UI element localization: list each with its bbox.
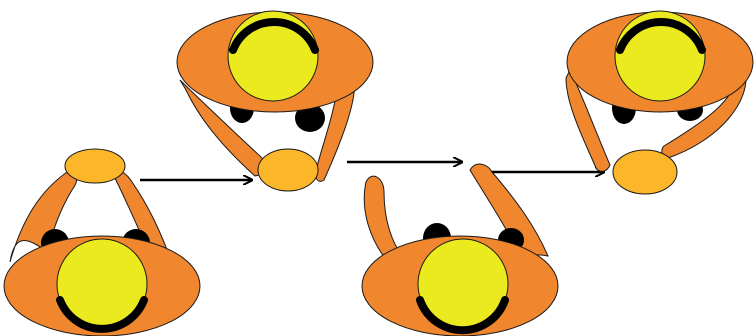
- figure-2: [177, 11, 373, 191]
- figure-1: [4, 149, 200, 336]
- figure-4: [566, 11, 753, 194]
- figure-3: [362, 164, 558, 336]
- hands: [613, 150, 677, 194]
- hands: [65, 149, 125, 183]
- hands: [258, 149, 318, 191]
